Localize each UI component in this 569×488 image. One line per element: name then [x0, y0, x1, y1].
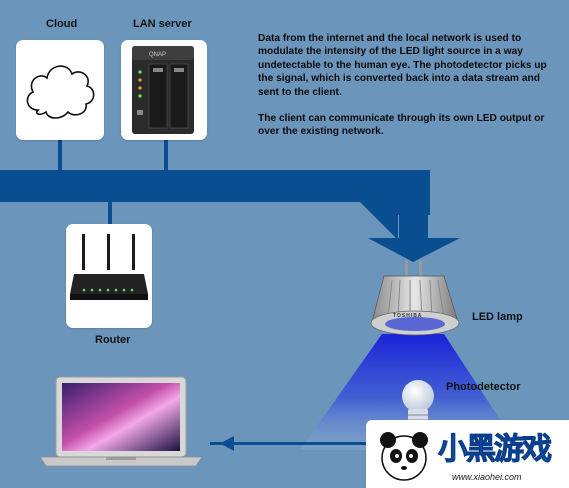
photodetector-graphic: [402, 380, 434, 423]
watermark-url: www.xiaohei.com: [452, 472, 522, 482]
cloud-icon: [26, 65, 95, 119]
return-arrow-head: [220, 436, 234, 451]
router-connector: [108, 200, 112, 226]
panda-mascot-icon: [380, 432, 428, 481]
cloud-connector: [58, 140, 62, 172]
router-label: Router: [95, 334, 131, 346]
router-card: [66, 224, 152, 328]
lan-server-label: LAN server: [133, 18, 192, 30]
lamp-brand: TOSHIBA: [393, 313, 423, 319]
server-brand: QNAP: [149, 52, 166, 58]
description-paragraph-2: The client can communicate through its o…: [258, 113, 545, 138]
lan-server-card: QNAP: [121, 40, 207, 140]
server-connector: [164, 140, 168, 172]
watermark-logo-text: 小黑游戏: [438, 432, 553, 468]
cloud-label: Cloud: [46, 18, 78, 30]
description-paragraph-1: Data from the internet and the local net…: [258, 33, 547, 98]
cloud-card: [16, 40, 104, 140]
watermark-panel: 小黑游戏 www.xiaohei.com: [366, 420, 569, 488]
photodetector-label: Photodetector: [446, 381, 521, 393]
down-arrow-to-lamp: [368, 205, 460, 262]
router-icon: [70, 234, 148, 300]
return-line: [210, 442, 380, 445]
led-lamp-label: LED lamp: [472, 311, 523, 323]
led-lamp-graphic: [370, 260, 460, 336]
bus-diagonal: [340, 170, 430, 240]
description-text: Data from the internet and the local net…: [258, 32, 558, 152]
laptop-graphic: [39, 376, 203, 467]
nas-server-icon: QNAP: [132, 46, 194, 134]
